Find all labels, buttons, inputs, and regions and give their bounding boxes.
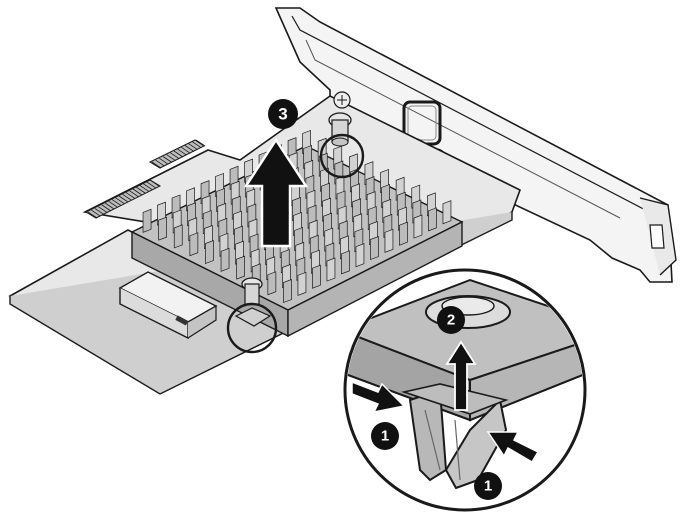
heatsink-fin [221, 248, 229, 271]
heatsink-fin [283, 280, 291, 303]
magnifier-callout-icon [340, 270, 620, 510]
step-badge-icon: 1 [371, 422, 399, 450]
step-badge-icon: 1 [474, 472, 502, 500]
heatsink-fin [237, 256, 245, 279]
heatsink-fin [268, 272, 276, 295]
heatsink-fin [414, 215, 422, 238]
heatsink-fin [312, 265, 320, 288]
step-badge-icon: 3 [268, 99, 298, 129]
heatsink-fin [443, 201, 451, 224]
heatsink-fin [399, 222, 407, 245]
heatsink-fin [298, 272, 306, 295]
heatsink-fin [428, 208, 436, 231]
step-3-label: 3 [278, 105, 287, 124]
heatsink-fin [385, 229, 393, 252]
heatsink-fin [370, 237, 378, 260]
step-2-label: 2 [447, 312, 455, 329]
step-badge-icon: 2 [437, 306, 465, 334]
push-pin-rear [329, 113, 351, 146]
step-1-right-label: 1 [484, 478, 492, 495]
heatsink-fin [159, 217, 167, 240]
heatsink-fin [205, 241, 213, 264]
heatsink-fin [143, 209, 151, 232]
heatsink-fin [327, 258, 335, 281]
heatsink-fin [190, 233, 198, 256]
heatsink-fin [356, 244, 364, 267]
heatsink-fin [174, 225, 182, 248]
heatsink-fin [341, 251, 349, 274]
step-1-left-label: 1 [381, 428, 389, 445]
